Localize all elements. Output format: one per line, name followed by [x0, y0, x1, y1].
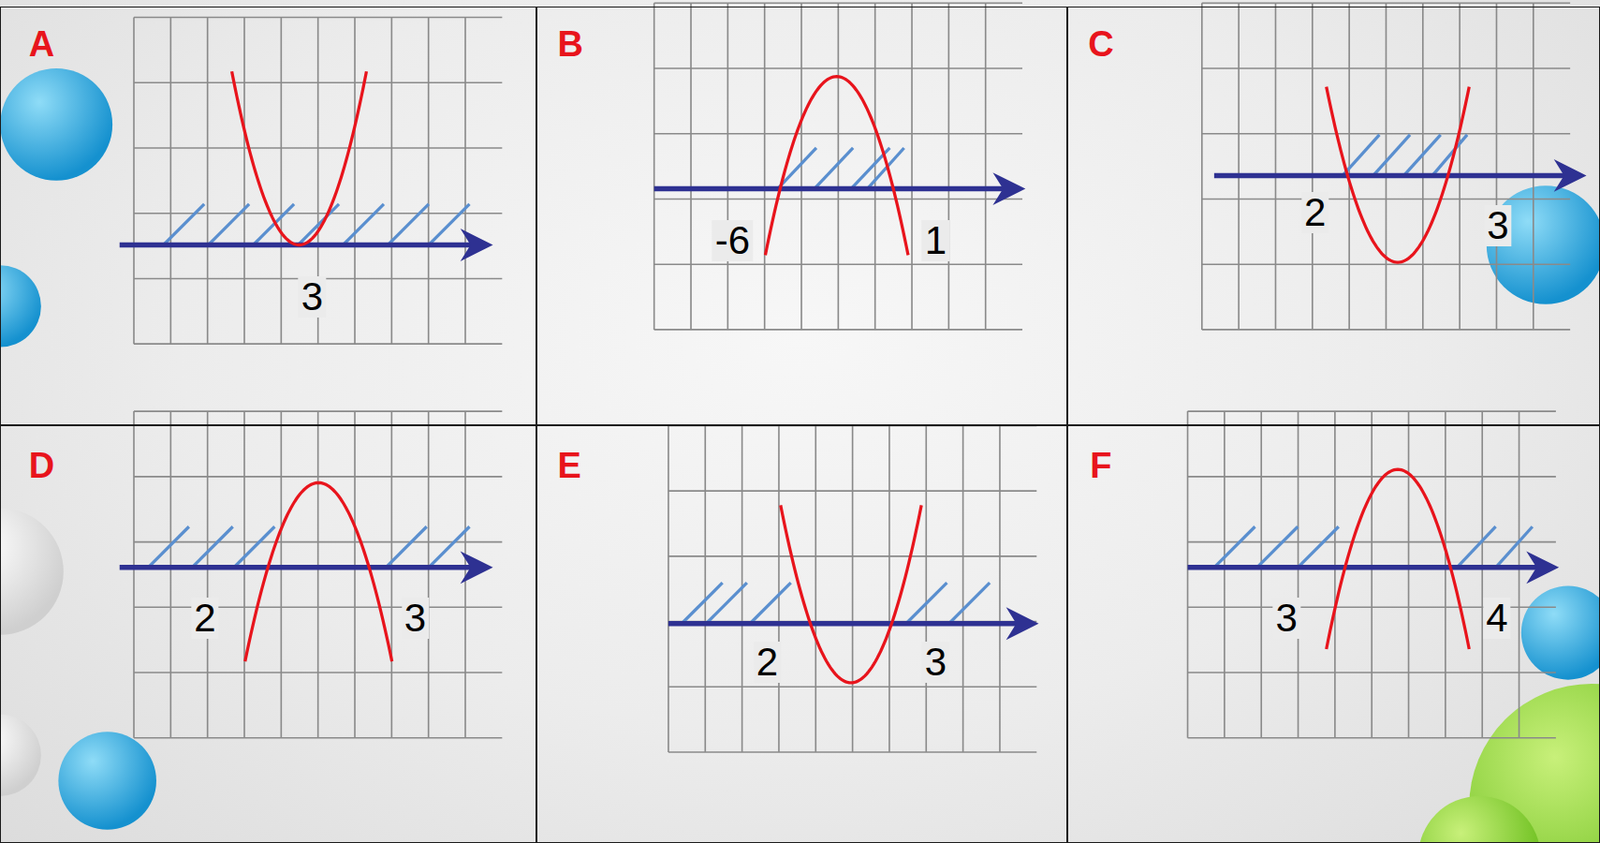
axis-arrowhead — [460, 228, 494, 262]
axis-value: 2 — [1301, 191, 1329, 234]
axis-arrowhead — [1006, 606, 1040, 640]
hatching — [681, 582, 990, 624]
parabola — [1326, 87, 1470, 263]
number-axis — [1214, 173, 1567, 178]
hatching — [147, 526, 470, 568]
number-axis — [668, 620, 1019, 626]
hatching — [163, 204, 470, 246]
number-axis — [1188, 564, 1540, 570]
graph — [654, 2, 1027, 330]
grid — [133, 411, 502, 738]
axis-value: 3 — [1273, 597, 1301, 639]
panel-letter: C — [1085, 25, 1116, 63]
graph-panel: E 2 3 — [536, 425, 1068, 843]
parabola — [1326, 469, 1470, 649]
graph — [1188, 411, 1560, 738]
grid — [654, 2, 1023, 330]
graph-panel: A3 — [0, 6, 537, 426]
number-axis — [654, 186, 1006, 191]
hatching — [1214, 526, 1533, 568]
decor-ball — [0, 68, 113, 181]
decor-ball — [1521, 585, 1600, 679]
graph-panel: C 2 3 — [1067, 6, 1600, 426]
panel-letter: D — [26, 446, 58, 485]
graph — [668, 425, 1040, 752]
axis-value: -6 — [712, 220, 753, 262]
graph — [119, 17, 503, 345]
axis-arrowhead — [460, 550, 494, 584]
parabola — [780, 504, 922, 683]
decor-ball — [0, 714, 42, 796]
panel-letter: F — [1086, 446, 1115, 485]
graph-panel: F 3 4 — [1067, 425, 1600, 843]
graph-panel: B -6 1 — [536, 6, 1068, 426]
grid — [1202, 2, 1571, 330]
decor-ball — [0, 264, 42, 347]
parabola — [764, 76, 909, 256]
graph-panel: D 2 3 — [0, 425, 537, 843]
decor-balls — [0, 68, 1600, 843]
axis-value: 4 — [1482, 597, 1511, 639]
graph — [119, 411, 503, 738]
panel-letter: B — [554, 25, 586, 63]
parabola — [245, 482, 393, 661]
axis-value: 2 — [190, 597, 219, 639]
axis-arrowhead — [992, 172, 1026, 206]
axis-value: 2 — [753, 641, 781, 683]
grid — [1188, 411, 1556, 738]
axis-arrowhead — [1554, 159, 1587, 192]
axis-arrowhead — [1526, 550, 1559, 584]
decor-ball — [58, 731, 157, 830]
parabola — [232, 71, 367, 245]
grid — [133, 17, 502, 345]
decor-ball — [1418, 795, 1542, 843]
decor-ball — [0, 508, 64, 635]
grid — [668, 425, 1037, 752]
panel-letter: A — [26, 25, 58, 63]
axis-value: 3 — [1483, 205, 1512, 247]
panel-letter: E — [554, 446, 584, 485]
graph — [1202, 2, 1587, 330]
axis-value: 1 — [922, 220, 950, 262]
axis-value: 3 — [298, 276, 326, 318]
axis-value: 3 — [401, 597, 429, 639]
axis-value: 3 — [922, 641, 950, 683]
number-axis — [119, 564, 473, 570]
